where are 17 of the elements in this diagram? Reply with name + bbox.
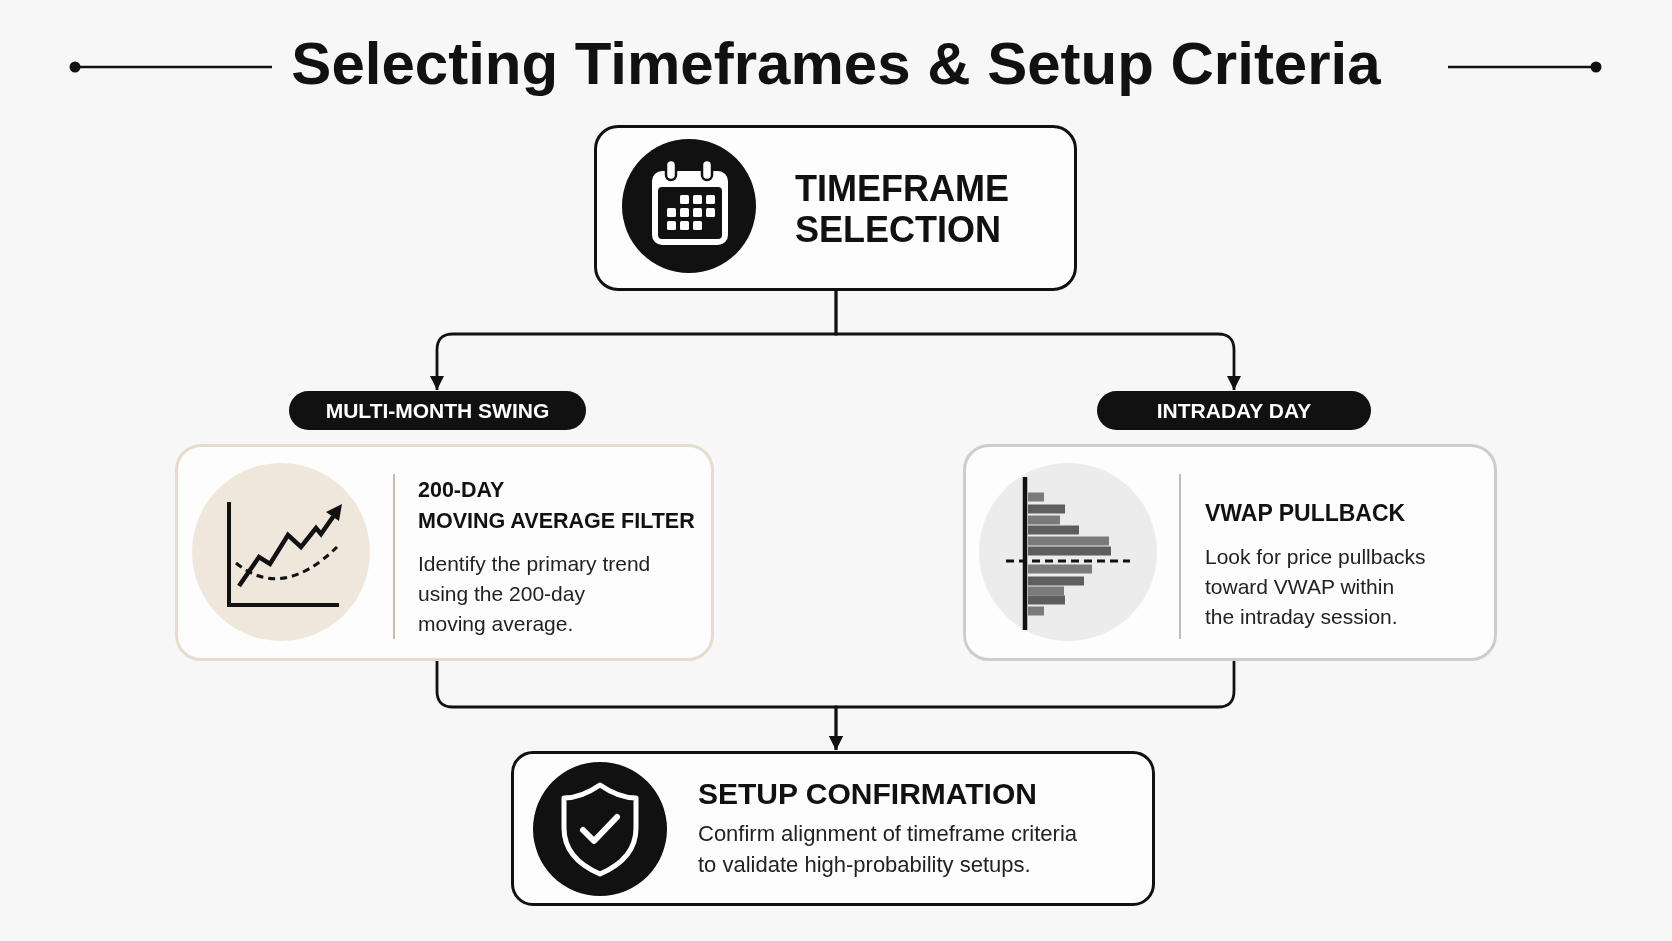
card-heading: 200-DAY <box>418 477 505 504</box>
page-title: Selecting Timeframes & Setup Criteria <box>291 29 1381 99</box>
card-heading: MOVING AVERAGE FILTER <box>418 508 695 535</box>
box-title: SETUP CONFIRMATION <box>698 776 1037 812</box>
result-box <box>511 751 1155 906</box>
category-tag: MULTI-MONTH SWING <box>289 391 586 430</box>
box-title: TIMEFRAME SELECTION <box>795 168 1010 250</box>
info-card <box>963 444 1497 661</box>
process-box <box>594 125 1077 291</box>
card-description: Look for price pullbacks toward VWAP within the intraday session. <box>1205 544 1427 630</box>
card-description: Identify the primary trend using the 200-day moving average. <box>418 551 652 637</box>
connector-arrow <box>834 291 1241 390</box>
card-heading: VWAP PULLBACK <box>1205 499 1406 528</box>
box-description: Confirm alignment of timeframe criteria to validate high-probability setups. <box>698 820 1078 879</box>
connector-arrow <box>829 661 1236 750</box>
info-card <box>175 444 714 661</box>
category-tag: INTRADAY DAY <box>1097 391 1371 430</box>
